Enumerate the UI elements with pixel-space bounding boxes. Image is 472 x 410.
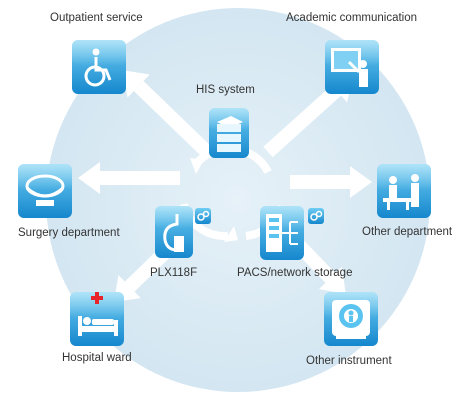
presentation-icon <box>331 48 368 87</box>
tile-other-instrument[interactable] <box>324 292 378 346</box>
arrow-outpatient <box>122 70 212 158</box>
server-stack-icon <box>217 116 243 152</box>
surgical-lamp-icon <box>25 174 65 206</box>
tile-pacs[interactable] <box>260 206 304 260</box>
consultation-icon <box>383 174 419 210</box>
label-plx: PLX118F <box>150 267 198 279</box>
label-ward: Hospital ward <box>62 352 132 364</box>
network-storage-icon <box>266 214 298 252</box>
sync-badge-icon <box>195 208 211 224</box>
label-academic: Academic communication <box>286 12 418 24</box>
mri-scanner-icon <box>332 300 370 339</box>
tile-his[interactable] <box>209 108 249 158</box>
arrow-other-department <box>290 166 372 198</box>
tile-ward[interactable] <box>70 292 124 346</box>
sync-badge-icon <box>308 208 324 224</box>
tile-outpatient[interactable] <box>72 40 126 94</box>
label-pacs: PACS/network storage <box>237 267 353 279</box>
tile-academic[interactable] <box>325 40 379 94</box>
wheelchair-icon <box>84 48 112 87</box>
label-other-instrument: Other instrument <box>306 355 392 367</box>
tile-surgery[interactable] <box>18 164 72 218</box>
label-surgery: Surgery department <box>18 227 120 239</box>
tile-plx[interactable] <box>155 206 193 258</box>
ultrasound-probe-icon <box>163 214 184 252</box>
arrow-surgery <box>78 162 180 194</box>
label-other-department: Other department <box>362 226 453 238</box>
label-his: HIS system <box>196 84 255 96</box>
label-outpatient: Outpatient service <box>50 12 143 24</box>
tile-other-department[interactable] <box>377 164 431 218</box>
hospital-bed-icon <box>78 292 118 336</box>
